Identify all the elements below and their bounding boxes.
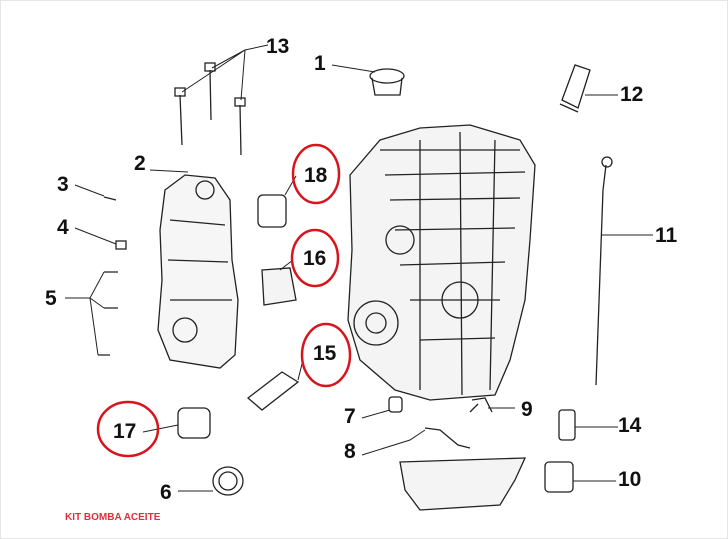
part-7-plug: [388, 396, 403, 413]
part-9-sensor: [469, 397, 493, 413]
callout-5: 5: [45, 287, 57, 310]
engine-block: [347, 124, 536, 401]
part-10-oil-filter: [544, 461, 574, 493]
oil-pan: [399, 457, 527, 511]
part-18-gasket: [257, 194, 287, 228]
part-6-seal: [212, 466, 244, 496]
highlight-18: [291, 143, 341, 205]
callout-12: 12: [620, 83, 643, 106]
part-2-timing-cover: [157, 174, 239, 369]
callout-18: 18: [304, 164, 328, 187]
callout-4: 4: [57, 216, 69, 239]
parts-3-4-5-bolts: [98, 196, 127, 356]
part-12-sealant-tube: [559, 64, 591, 113]
callout-16: 16: [303, 247, 326, 270]
callout-2: 2: [134, 152, 146, 175]
callout-3: 3: [57, 173, 69, 196]
callout-1: 1: [314, 52, 326, 75]
highlight-17: [96, 400, 160, 458]
callout-13: 13: [266, 35, 289, 58]
part-17-plate: [177, 407, 211, 439]
highlight-circles: [96, 143, 352, 458]
highlight-15: [300, 322, 352, 388]
part-16-oil-pump: [261, 267, 297, 306]
part-14-sleeve: [558, 409, 576, 441]
callout-9: 9: [521, 398, 533, 421]
highlight-16: [290, 228, 340, 288]
callout-11: 11: [655, 224, 678, 247]
callout-14: 14: [618, 414, 642, 437]
part-11-dipstick: [595, 164, 607, 386]
callout-17: 17: [113, 420, 136, 443]
kit-caption: KIT BOMBA ACEITE: [65, 512, 161, 523]
callout-7: 7: [344, 405, 356, 428]
callout-10: 10: [618, 468, 641, 491]
part-8-pipe: [424, 427, 471, 449]
part-1-oil-cap: [369, 68, 405, 96]
callout-15: 15: [313, 342, 337, 365]
callout-6: 6: [160, 481, 172, 504]
leader-lines: [65, 44, 653, 492]
callout-8: 8: [344, 440, 356, 463]
part-13-bolts: [174, 62, 246, 156]
part-15-gasket: [246, 371, 300, 411]
